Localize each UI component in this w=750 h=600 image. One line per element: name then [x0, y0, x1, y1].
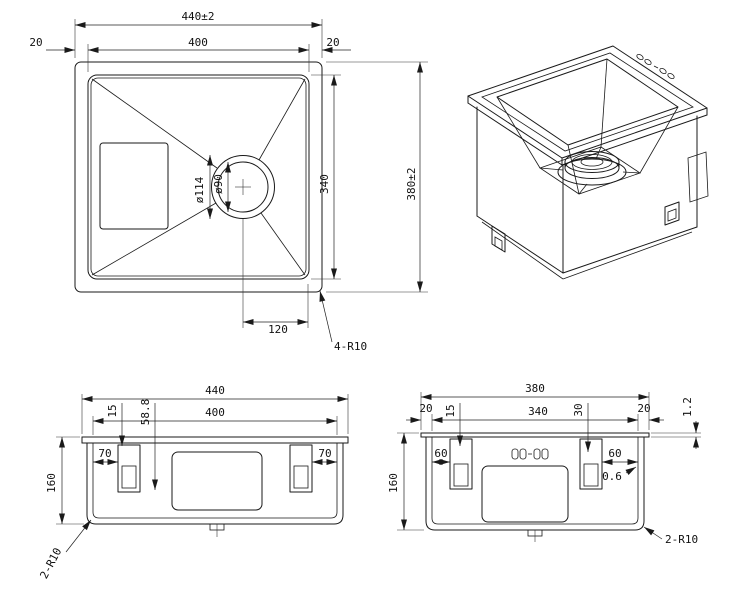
- front-view: 440 400 15 58.8 70 70 160 2-R10: [37, 384, 349, 581]
- dim-plan-corner-radius: 4-R10: [334, 340, 367, 353]
- side-faucet-knockouts: [511, 448, 549, 460]
- dim-plan-inner-width: 400: [188, 36, 208, 49]
- front-body-outer: [86, 442, 344, 525]
- iso-faucet-knockouts: [636, 53, 675, 80]
- front-recess-rect: [171, 451, 263, 511]
- dim-side-margin-right: 20: [637, 402, 650, 415]
- plan-rim-inner-rect: [87, 74, 310, 280]
- dim-drain-offset: 120: [268, 323, 288, 336]
- dim-front-clip-inset: 15: [106, 404, 119, 417]
- dim-front-height: 160: [45, 473, 58, 493]
- dim-side-height: 160: [387, 473, 400, 493]
- dim-plan-margin-right: 20: [326, 36, 339, 49]
- side-body-inner: [431, 437, 639, 525]
- dim-side-clip-gap-right: 60: [608, 447, 621, 460]
- dim-side-rim-thickness: 1.2: [681, 397, 694, 417]
- plan-bowl-rect: [90, 77, 307, 277]
- dim-front-recess-depth: 58.8: [139, 399, 152, 426]
- iso-rim-inner: [481, 52, 694, 152]
- iso-body: [476, 106, 698, 280]
- iso-right-clip: [664, 201, 680, 226]
- iso-left-clip: [491, 225, 506, 253]
- iso-side-recess: [687, 151, 709, 203]
- iso-clips: [491, 151, 709, 253]
- dim-side-wall-thickness: 0.6: [602, 470, 622, 483]
- dim-plan-inner-depth: 340: [318, 174, 331, 194]
- plan-outline: [74, 61, 323, 293]
- plan-outer-rect: [74, 61, 323, 293]
- plan-view: 440±2 20 400 20 380±2 340 ø114 ø90: [29, 10, 428, 353]
- front-outline: [81, 436, 349, 537]
- dim-drain-inner-dia: ø90: [212, 174, 225, 194]
- side-dimensions: 380 340 20 20 15 30 1.2 60 60 0.6: [387, 382, 701, 546]
- dim-plan-overall-depth: 380±2: [405, 167, 418, 200]
- dim-front-corner-radius: 2-R10: [37, 546, 64, 581]
- dim-drain-outer-dia: ø114: [193, 176, 206, 203]
- dim-side-clip-inset: 15: [444, 404, 457, 417]
- plan-dimensions: 440±2 20 400 20 380±2 340 ø114 ø90: [29, 10, 428, 353]
- dim-side-clip-inset-right: 30: [572, 403, 585, 416]
- iso-drain: [557, 151, 627, 186]
- dim-side-corner-radius: 2-R10: [665, 533, 698, 546]
- drain-inner-circle: [217, 161, 269, 213]
- isometric-view: [467, 45, 709, 280]
- dim-front-overall-width: 440: [205, 384, 225, 397]
- dim-front-clip-gap-right: 70: [318, 447, 331, 460]
- iso-bowl-bottom: [539, 146, 641, 195]
- dim-side-inner-depth: 340: [528, 405, 548, 418]
- dim-plan-overall-width: 440±2: [181, 10, 214, 23]
- front-body-inner: [92, 443, 338, 519]
- front-dimensions: 440 400 15 58.8 70 70 160 2-R10: [37, 384, 349, 581]
- side-recess-rect: [481, 465, 569, 523]
- dim-plan-margin-left: 20: [29, 36, 42, 49]
- front-left-clip: [117, 444, 141, 493]
- front-right-clip: [289, 444, 313, 493]
- dim-front-inner-width: 400: [205, 406, 225, 419]
- dim-front-clip-gap-left: 70: [98, 447, 111, 460]
- side-view: 380 340 20 20 15 30 1.2 60 60 0.6: [387, 382, 701, 546]
- iso-bowl-opening: [496, 58, 679, 146]
- dim-side-margin-left: 20: [419, 402, 432, 415]
- dim-side-overall-depth: 380: [525, 382, 545, 395]
- plan-label-rect: [99, 142, 169, 230]
- dim-side-clip-gap-left: 60: [434, 447, 447, 460]
